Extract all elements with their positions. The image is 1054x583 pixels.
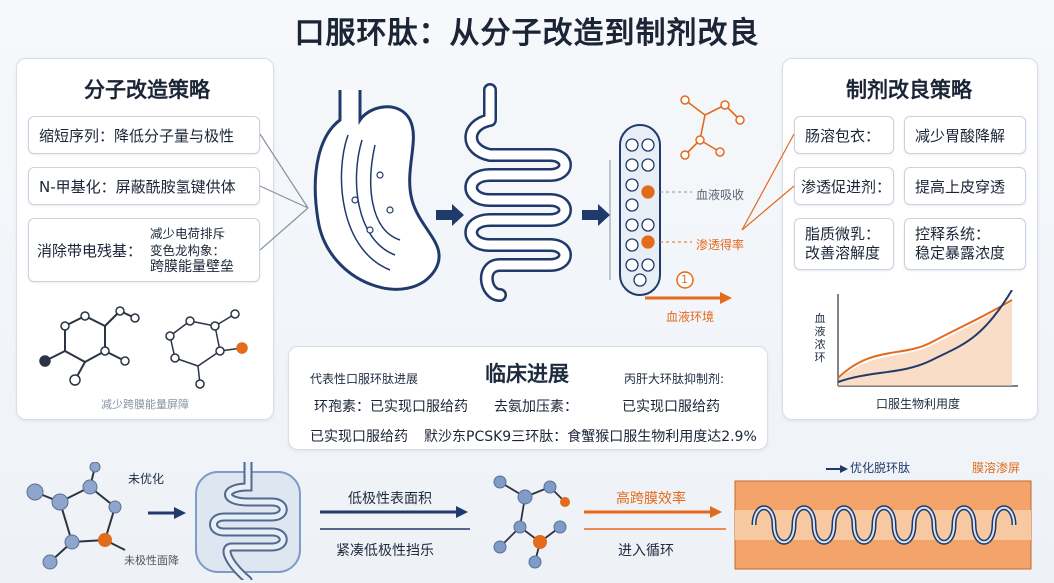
clinical-row1-c2: 去氨加压素：: [494, 399, 578, 415]
chart-xlabel: 口服生物利用度: [876, 397, 961, 411]
clinical-row1-c1: 环孢素：已实现口服给药: [314, 399, 468, 415]
divider-line-2: [584, 528, 726, 530]
strategy-item-3-label: 消除带电残基：: [37, 241, 143, 260]
chart-line-orange: [837, 299, 1013, 379]
optimized-molecule: [493, 475, 570, 569]
clinical-row2-c1: 已实现口服给药: [310, 429, 408, 445]
strategy-sub-1: 减少电荷排斥: [150, 225, 226, 241]
formulation-right-2: 提高上皮穿透: [904, 167, 1026, 205]
strategy-item-2: N-甲基化：屏蔽酰胺氢键供体: [28, 167, 260, 205]
right-panel-title: 制剂改良策略: [838, 74, 980, 104]
arrow-icon-3: [584, 506, 722, 518]
clinical-title: 临床进展: [485, 362, 569, 386]
membrane-illustration: [734, 480, 1032, 570]
arrow1-top-label: 低极性表面积: [348, 491, 432, 507]
chart-area-orange: [838, 302, 1012, 386]
unoptimized-molecule: [26, 462, 126, 570]
arrow-icon-2: [320, 506, 468, 518]
label-permeability: 渗透得率: [696, 238, 745, 252]
formulation-left-3: 脂质微乳： 改善溶解度: [794, 218, 894, 270]
clinical-row2-c2: 默沙东PCSK9三环肽：食蟹猴口服生物利用度达2.9%: [424, 429, 757, 445]
left-connector: [260, 133, 309, 251]
bioavailability-chart: [837, 290, 1018, 387]
step-number: 1: [681, 273, 688, 286]
strategy-item-3: 消除带电残基： 减少电荷排斥 变色龙构象： 跨膜能量壁垒: [28, 218, 260, 282]
strategy-sub-3: 跨膜能量壁垒: [150, 258, 235, 275]
clinical-panel: [288, 346, 768, 450]
chart-ylabel: 血 液 浓 环: [814, 312, 826, 364]
formulation-right-3: 控释系统： 稳定暴露浓度: [904, 218, 1026, 270]
arrow-icon-1: [148, 507, 186, 519]
membrane-label-1: 优化脱环肽: [850, 461, 911, 475]
formulation-right-1: 减少胃酸降解: [904, 116, 1026, 154]
label-absorption: 血液吸收: [696, 188, 745, 202]
clinical-header-right: 丙肝大环肽抑制剂:: [624, 372, 725, 386]
molecule-illustration-left: [39, 306, 248, 389]
arrow-icon-4: [826, 465, 848, 473]
label-circulation: 血液环境: [666, 310, 715, 324]
clinical-row1-c3: 已实现口服给药: [622, 399, 720, 415]
strategy-sub-2: 变色龙构象：: [150, 242, 226, 258]
left-caption: 减少跨膜能量屏障: [101, 398, 189, 411]
formulation-left-2: 渗透促进剂：: [794, 167, 894, 205]
digestive-illustration: [313, 83, 745, 304]
page-title: 口服环肽：从分子改造到制剂改良: [294, 16, 760, 51]
arrow1-bottom-label: 紧凑低极性挡乐: [336, 543, 434, 559]
left-panel-title: 分子改造策略: [76, 74, 218, 104]
strategy-item-1: 缩短序列：降低分子量与极性: [28, 116, 260, 154]
unoptimized-sublabel: 未极性面降: [124, 554, 179, 567]
clinical-header-left: 代表性口服环肽进展: [310, 372, 419, 386]
arrow2-top-label: 高跨膜效率: [616, 491, 686, 507]
chart-line-navy: [837, 290, 1013, 383]
right-connector: [741, 133, 795, 231]
membrane-label-2: 膜溶渗屏: [972, 461, 1021, 475]
unoptimized-label: 未优化: [128, 472, 165, 486]
strategy-item-3-sub: 减少电荷排斥 变色龙构象： 跨膜能量壁垒: [150, 225, 234, 276]
arrow2-bottom-label: 进入循环: [618, 543, 674, 559]
divider-line: [320, 528, 470, 530]
intestine-vessel-illustration: [195, 462, 301, 580]
formulation-left-1: 肠溶包衣：: [794, 116, 894, 154]
